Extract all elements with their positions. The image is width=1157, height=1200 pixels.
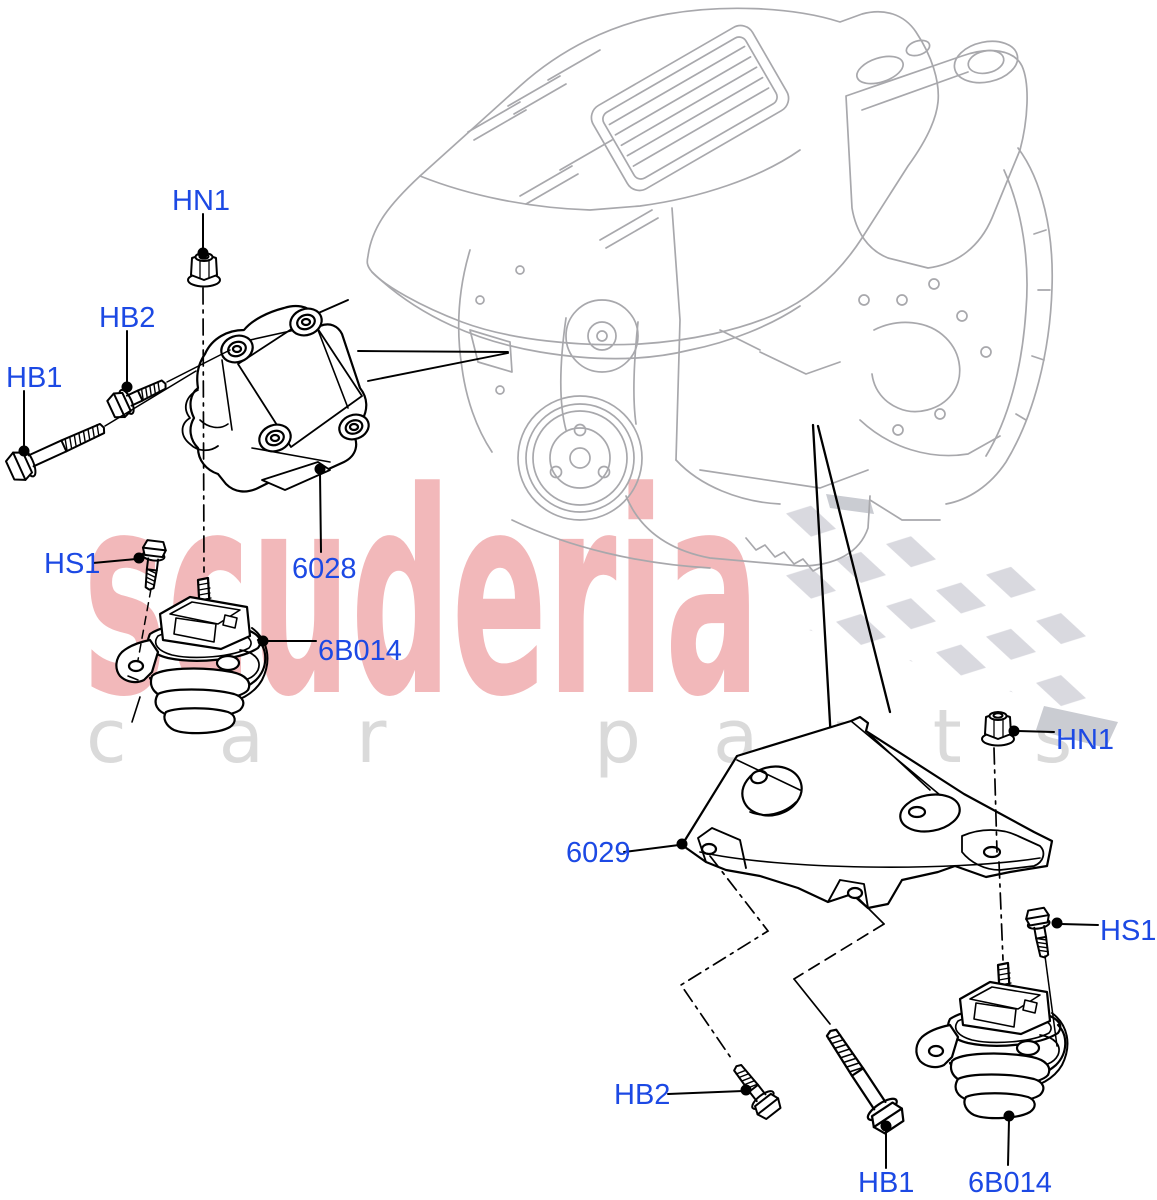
part-bolt-hb2-upper: [104, 370, 173, 422]
checkered-flag-watermark: [786, 498, 1086, 715]
assembly-axis-lines: [104, 287, 1058, 1059]
callout-hs1-lower[interactable]: HS1: [1100, 915, 1156, 947]
flag-fold-shade: [826, 494, 874, 514]
part-bolt-hb1-lower: [815, 1020, 910, 1138]
callout-leaders: [18, 213, 1099, 1169]
callout-hn1-lower[interactable]: HN1: [1056, 724, 1114, 756]
callout-6b014-upper[interactable]: 6B014: [318, 635, 402, 667]
part-bolt-hs1-lower: [1023, 906, 1058, 961]
part-mount-6b014-lower: [915, 961, 1069, 1120]
callout-hb2-upper[interactable]: HB2: [99, 302, 155, 334]
callout-labels: HN1 HB2 HB1 HS1 6028 6B014 6029 HN1 HS1 …: [6, 185, 1156, 1199]
watermark-tagline-car: car: [86, 694, 478, 780]
callout-6028[interactable]: 6028: [292, 553, 357, 585]
callout-6b014-lower[interactable]: 6B014: [968, 1167, 1052, 1199]
callout-hs1-upper[interactable]: HS1: [44, 548, 100, 580]
part-bracket-6028: [181, 304, 370, 493]
part-mount-6b014-upper: [115, 576, 269, 735]
locator-lines: [306, 299, 892, 760]
part-bracket-6029: [680, 715, 1054, 910]
callout-hb1-lower[interactable]: HB1: [858, 1167, 914, 1199]
engine-illustration: [366, 7, 1054, 572]
flag-fold-shade-2: [1036, 706, 1118, 748]
callout-6029[interactable]: 6029: [566, 837, 631, 869]
callout-hb2-lower[interactable]: HB2: [614, 1079, 670, 1111]
callout-hn1-upper[interactable]: HN1: [172, 185, 230, 217]
part-bolt-hb2-lower: [725, 1057, 785, 1123]
callout-hb1-upper[interactable]: HB1: [6, 362, 62, 394]
